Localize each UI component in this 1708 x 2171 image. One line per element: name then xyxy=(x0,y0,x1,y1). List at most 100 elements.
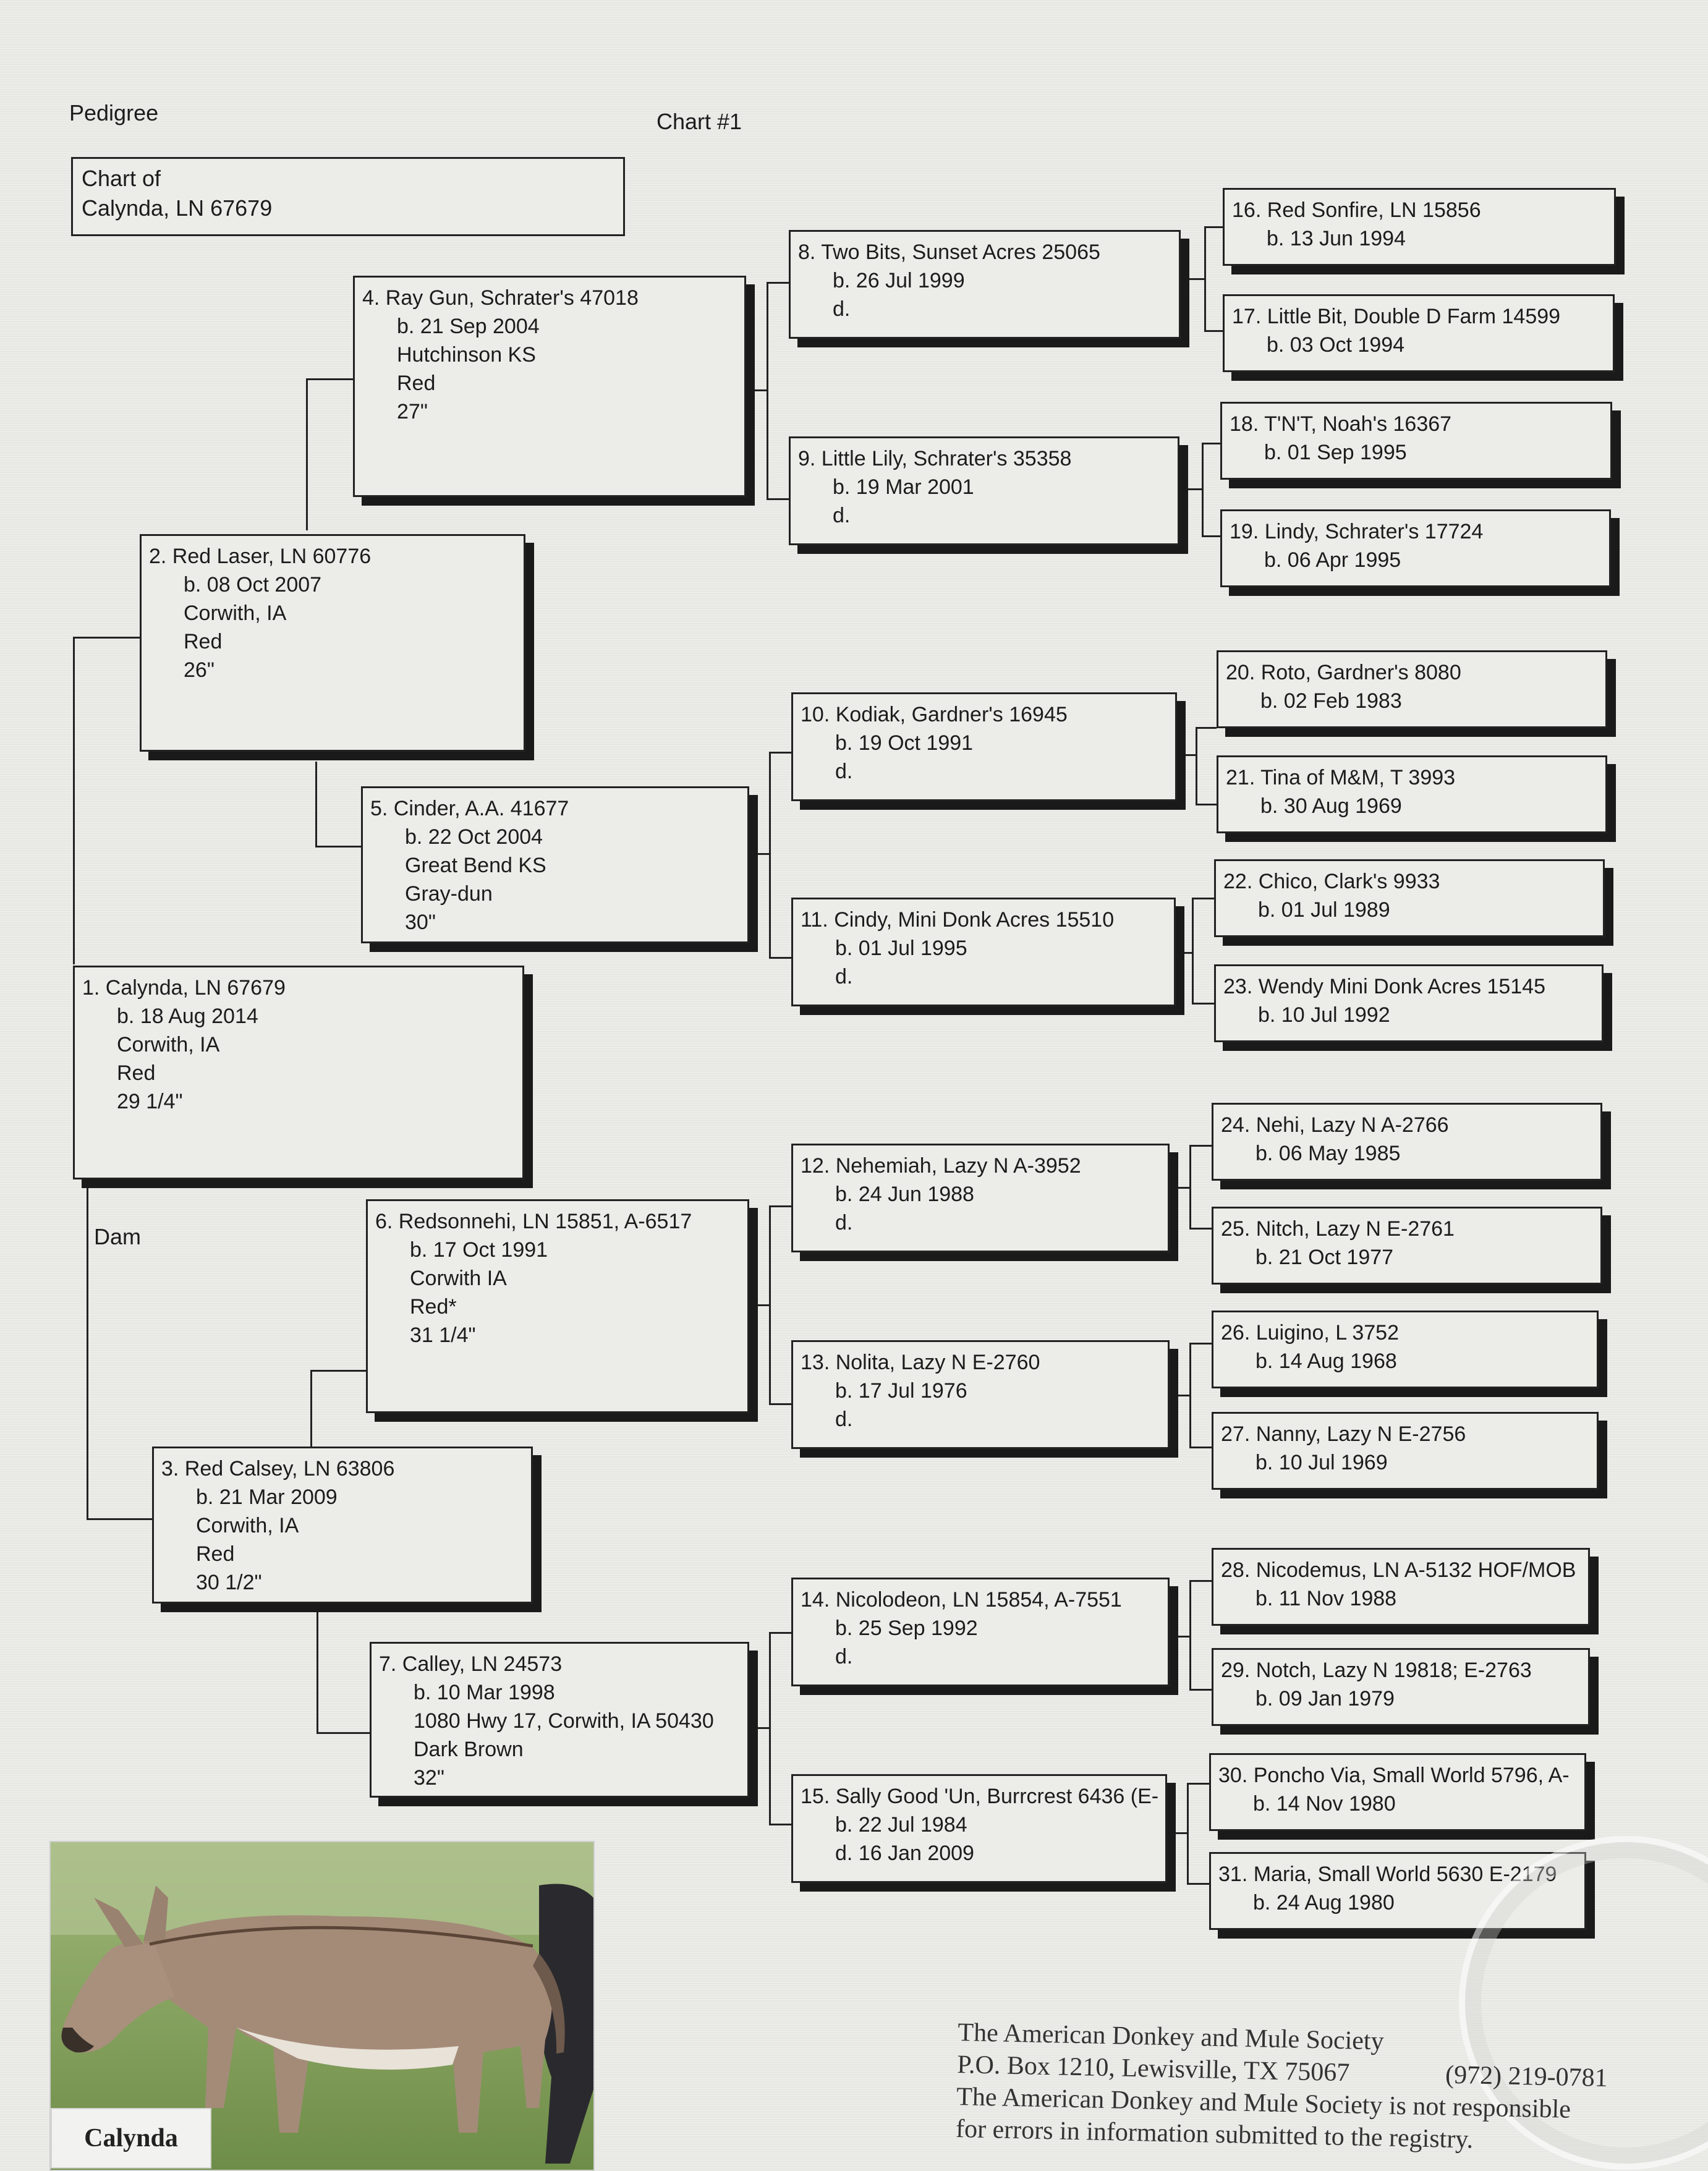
animal-name: 20. Roto, Gardner's 8080 xyxy=(1226,661,1461,684)
animal-name: 6. Redsonnehi, LN 15851, A-6517 xyxy=(375,1210,692,1233)
animal-box-12: 12. Nehemiah, Lazy N A-3952 b. 24 Jun 19… xyxy=(791,1144,1170,1252)
animal-name: 11. Cindy, Mini Donk Acres 15510 xyxy=(801,908,1115,932)
location: Corwith, IA xyxy=(117,1033,220,1056)
animal-name: 14. Nicolodeon, LN 15854, A-7551 xyxy=(801,1588,1122,1612)
height: 27" xyxy=(397,400,428,423)
animal-box-1: 1. Calynda, LN 67679 b. 18 Aug 2014 Corw… xyxy=(73,966,524,1179)
animal-name: 23. Wendy Mini Donk Acres 15145 xyxy=(1223,975,1545,998)
animal-box-26: 26. Luigino, L 3752 b. 14 Aug 1968 xyxy=(1212,1311,1599,1388)
birth-date: b. 18 Aug 2014 xyxy=(117,1005,258,1028)
animal-box-29: 29. Notch, Lazy N 19818; E-2763 b. 09 Ja… xyxy=(1212,1648,1590,1726)
death-date: d. xyxy=(835,965,853,988)
height: 26" xyxy=(184,658,215,682)
location: Hutchinson KS xyxy=(397,343,536,367)
animal-name: 26. Luigino, L 3752 xyxy=(1221,1321,1399,1345)
height: 31 1/4" xyxy=(410,1323,476,1347)
animal-box-22: 22. Chico, Clark's 9933 b. 01 Jul 1989 xyxy=(1214,859,1605,937)
color: Red xyxy=(196,1542,235,1566)
animal-name: 29. Notch, Lazy N 19818; E-2763 xyxy=(1221,1659,1532,1682)
photo-caption: Calynda xyxy=(51,2108,211,2169)
birth-date: b. 10 Mar 1998 xyxy=(414,1681,555,1704)
location: 1080 Hwy 17, Corwith, IA 50430 xyxy=(414,1709,714,1733)
birth-date: b. 19 Oct 1991 xyxy=(835,731,974,755)
birth-date: b. 14 Aug 1968 xyxy=(1256,1349,1397,1373)
footer-phone: (972) 219-0781 xyxy=(1445,2060,1608,2093)
animal-name: 19. Lindy, Schrater's 17724 xyxy=(1230,520,1484,543)
animal-name: 22. Chico, Clark's 9933 xyxy=(1223,870,1440,893)
animal-box-3: 3. Red Calsey, LN 63806 b. 21 Mar 2009 C… xyxy=(152,1447,533,1604)
birth-date: b. 24 Aug 1980 xyxy=(1253,1891,1395,1914)
birth-date: b. 01 Sep 1995 xyxy=(1264,441,1407,464)
animal-name: 27. Nanny, Lazy N E-2756 xyxy=(1221,1422,1466,1446)
color: Gray-dun xyxy=(405,882,493,906)
animal-name: 1. Calynda, LN 67679 xyxy=(82,976,286,1000)
animal-name: 30. Poncho Via, Small World 5796, A- xyxy=(1218,1764,1570,1787)
animal-name: 4. Ray Gun, Schrater's 47018 xyxy=(362,286,639,310)
society-footer: The American Donkey and Mule Society P.O… xyxy=(956,2016,1700,2160)
color: Dark Brown xyxy=(414,1738,524,1761)
animal-box-20: 20. Roto, Gardner's 8080 b. 02 Feb 1983 xyxy=(1217,650,1607,728)
location: Corwith, IA xyxy=(196,1514,299,1537)
birth-date: b. 30 Aug 1969 xyxy=(1260,794,1402,818)
animal-name: 13. Nolita, Lazy N E-2760 xyxy=(801,1351,1040,1374)
animal-box-24: 24. Nehi, Lazy N A-2766 b. 06 May 1985 xyxy=(1212,1103,1602,1181)
birth-date: b. 26 Jul 1999 xyxy=(833,269,965,292)
animal-name: 5. Cinder, A.A. 41677 xyxy=(370,797,569,820)
birth-date: b. 11 Nov 1988 xyxy=(1256,1587,1397,1610)
animal-name: 15. Sally Good 'Un, Burrcrest 6436 (E- xyxy=(801,1785,1158,1808)
animal-name: 28. Nicodemus, LN A-5132 HOF/MOB xyxy=(1221,1558,1576,1582)
location: Great Bend KS xyxy=(405,854,546,877)
animal-name: 9. Little Lily, Schrater's 35358 xyxy=(798,447,1072,470)
animal-box-5: 5. Cinder, A.A. 41677 b. 22 Oct 2004 Gre… xyxy=(361,786,749,943)
chart-of-line2: Calynda, LN 67679 xyxy=(82,195,273,221)
color: Red xyxy=(397,372,436,395)
birth-date: b. 21 Mar 2009 xyxy=(196,1485,338,1509)
birth-date: b. 10 Jul 1969 xyxy=(1256,1451,1388,1474)
height: 32" xyxy=(414,1766,444,1790)
death-date: d. xyxy=(835,760,853,783)
animal-box-9: 9. Little Lily, Schrater's 35358 b. 19 M… xyxy=(789,436,1179,545)
animal-name: 2. Red Laser, LN 60776 xyxy=(149,545,372,568)
animal-name: 8. Two Bits, Sunset Acres 25065 xyxy=(798,240,1100,264)
animal-name: 12. Nehemiah, Lazy N A-3952 xyxy=(801,1154,1081,1178)
animal-box-15: 15. Sally Good 'Un, Burrcrest 6436 (E- b… xyxy=(791,1774,1167,1883)
birth-date: b. 21 Sep 2004 xyxy=(397,315,540,338)
animal-name: 17. Little Bit, Double D Farm 14599 xyxy=(1232,305,1561,328)
animal-box-18: 18. T'N'T, Noah's 16367 b. 01 Sep 1995 xyxy=(1220,402,1612,480)
birth-date: b. 03 Oct 1994 xyxy=(1267,333,1405,357)
animal-box-23: 23. Wendy Mini Donk Acres 15145 b. 10 Ju… xyxy=(1214,964,1604,1042)
birth-date: b. 13 Jun 1994 xyxy=(1267,227,1406,250)
birth-date: b. 02 Feb 1983 xyxy=(1260,689,1402,713)
chart-number: Chart #1 xyxy=(656,109,742,134)
birth-date: b. 01 Jul 1995 xyxy=(835,937,967,960)
animal-box-30: 30. Poncho Via, Small World 5796, A- b. … xyxy=(1209,1753,1586,1831)
location: Corwith IA xyxy=(410,1267,507,1290)
animal-box-27: 27. Nanny, Lazy N E-2756 b. 10 Jul 1969 xyxy=(1212,1412,1599,1490)
death-date: d. xyxy=(835,1645,853,1668)
animal-name: 7. Calley, LN 24573 xyxy=(379,1652,563,1676)
chart-of-box: Chart of Calynda, LN 67679 xyxy=(71,157,625,236)
birth-date: b. 10 Jul 1992 xyxy=(1258,1003,1390,1027)
animal-name: 31. Maria, Small World 5630 E-2179 xyxy=(1218,1863,1557,1886)
birth-date: b. 09 Jan 1979 xyxy=(1256,1687,1395,1710)
animal-box-19: 19. Lindy, Schrater's 17724 b. 06 Apr 19… xyxy=(1220,509,1611,587)
birth-date: b. 06 Apr 1995 xyxy=(1264,548,1401,572)
animal-box-21: 21. Tina of M&M, T 3993 b. 30 Aug 1969 xyxy=(1217,755,1607,833)
death-date: d. xyxy=(835,1211,853,1234)
height: 29 1/4" xyxy=(117,1090,183,1113)
birth-date: b. 19 Mar 2001 xyxy=(833,475,974,499)
animal-name: 25. Nitch, Lazy N E-2761 xyxy=(1221,1217,1455,1241)
animal-name: 21. Tina of M&M, T 3993 xyxy=(1226,766,1456,789)
chart-of-line1: Chart of xyxy=(82,166,161,191)
animal-box-16: 16. Red Sonfire, LN 15856 b. 13 Jun 1994 xyxy=(1223,188,1616,266)
birth-date: b. 22 Oct 2004 xyxy=(405,825,543,849)
death-date: d. xyxy=(833,504,851,527)
animal-box-25: 25. Nitch, Lazy N E-2761 b. 21 Oct 1977 xyxy=(1212,1207,1602,1285)
color: Red* xyxy=(410,1295,457,1319)
birth-date: b. 25 Sep 1992 xyxy=(835,1617,978,1640)
animal-name: 10. Kodiak, Gardner's 16945 xyxy=(801,703,1068,726)
page-title: Pedigree xyxy=(69,100,159,125)
animal-name: 18. T'N'T, Noah's 16367 xyxy=(1230,412,1452,436)
animal-box-4: 4. Ray Gun, Schrater's 47018 b. 21 Sep 2… xyxy=(353,276,746,497)
